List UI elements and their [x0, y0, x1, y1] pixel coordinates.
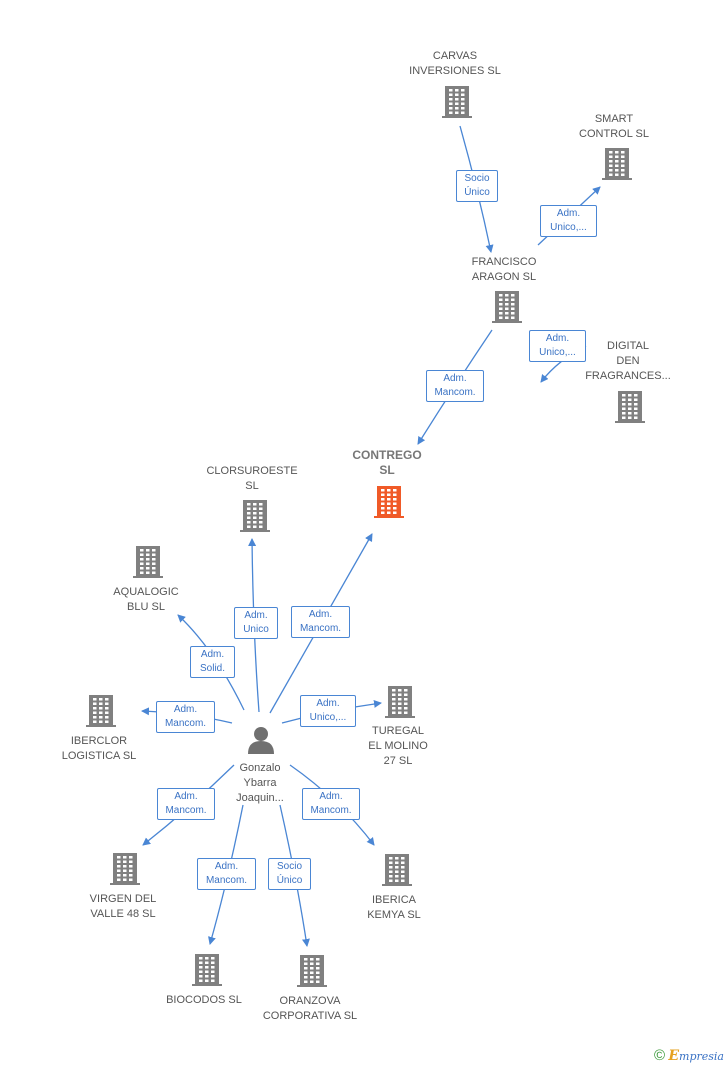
- empresia-logo: Empresia: [668, 1048, 724, 1064]
- building-icon-francisco-aragon[interactable]: [492, 291, 522, 323]
- company-label-iberclor[interactable]: IBERCLOR LOGISTICA SL: [61, 735, 137, 762]
- company-label-biocodos[interactable]: BIOCODOS SL: [166, 994, 242, 1006]
- building-icon-biocodos[interactable]: [192, 954, 222, 986]
- company-label-francisco-aragon[interactable]: FRANCISCO ARAGON SL: [471, 256, 537, 283]
- building-icon-aqualogic[interactable]: [133, 546, 163, 578]
- company-label-carvas[interactable]: CARVAS INVERSIONES SL: [409, 50, 501, 77]
- edge-label-person-aqualogic: Adm. Solid.: [190, 646, 235, 678]
- edge-label-francisco-contrego: Adm. Mancom.: [426, 370, 484, 402]
- building-icon-turegal[interactable]: [385, 686, 415, 718]
- company-label-virgen-del-valle[interactable]: VIRGEN DEL VALLE 48 SL: [89, 893, 157, 920]
- company-label-smart-control[interactable]: SMART CONTROL SL: [579, 113, 649, 140]
- company-label-iberica-kemya[interactable]: IBERICA KEMYA SL: [367, 894, 421, 921]
- edge-label-person-contrego: Adm. Mancom.: [291, 606, 350, 638]
- person-icon[interactable]: [248, 727, 274, 754]
- building-icon-smart-control[interactable]: [602, 148, 632, 180]
- company-label-digital-den[interactable]: DIGITAL DEN FRAGRANCES...: [585, 340, 671, 382]
- company-icons: [86, 86, 645, 987]
- building-icon-clorsuroeste[interactable]: [240, 500, 270, 532]
- company-label-oranzova[interactable]: ORANZOVA CORPORATIVA SL: [262, 995, 358, 1022]
- building-icon-iberica-kemya[interactable]: [382, 854, 412, 886]
- edge-label-person-turegal: Adm. Unico,...: [300, 695, 356, 727]
- building-icon-carvas[interactable]: [442, 86, 472, 118]
- company-label-turegal[interactable]: TUREGAL EL MOLINO 27 SL: [368, 725, 428, 767]
- company-label-clorsuroeste[interactable]: CLORSUROESTE SL: [206, 465, 298, 492]
- person-label[interactable]: Gonzalo Ybarra Joaquin...: [236, 762, 284, 804]
- edge-label-person-oranzova: Socio Único: [268, 858, 311, 890]
- building-icon-virgen-del-valle[interactable]: [110, 853, 140, 885]
- building-icon-contrego[interactable]: [374, 486, 404, 518]
- company-label-contrego[interactable]: CONTREGO SL: [352, 448, 422, 477]
- edge-label-francisco-digital: Adm. Unico,...: [529, 330, 586, 362]
- edge-label-person-iberica: Adm. Mancom.: [302, 788, 360, 820]
- edge-label-person-virgen: Adm. Mancom.: [157, 788, 215, 820]
- company-label-aqualogic[interactable]: AQUALOGIC BLU SL: [113, 586, 179, 613]
- relation-edges: [141, 125, 601, 947]
- edge-label-person-biocodos: Adm. Mancom.: [197, 858, 256, 890]
- copyright-icon: ©: [653, 1047, 666, 1064]
- edge-label-person-clorsuroeste: Adm. Unico: [234, 607, 278, 639]
- building-icon-oranzova[interactable]: [297, 955, 327, 987]
- building-icon-iberclor[interactable]: [86, 695, 116, 727]
- edge-label-francisco-smart: Adm. Unico,...: [540, 205, 597, 237]
- footer-brand[interactable]: © Empresia: [654, 1047, 724, 1064]
- edge-label-person-iberclor: Adm. Mancom.: [156, 701, 215, 733]
- building-icon-digital-den[interactable]: [615, 391, 645, 423]
- edge-label-carvas-francisco: Socio Único: [456, 170, 498, 202]
